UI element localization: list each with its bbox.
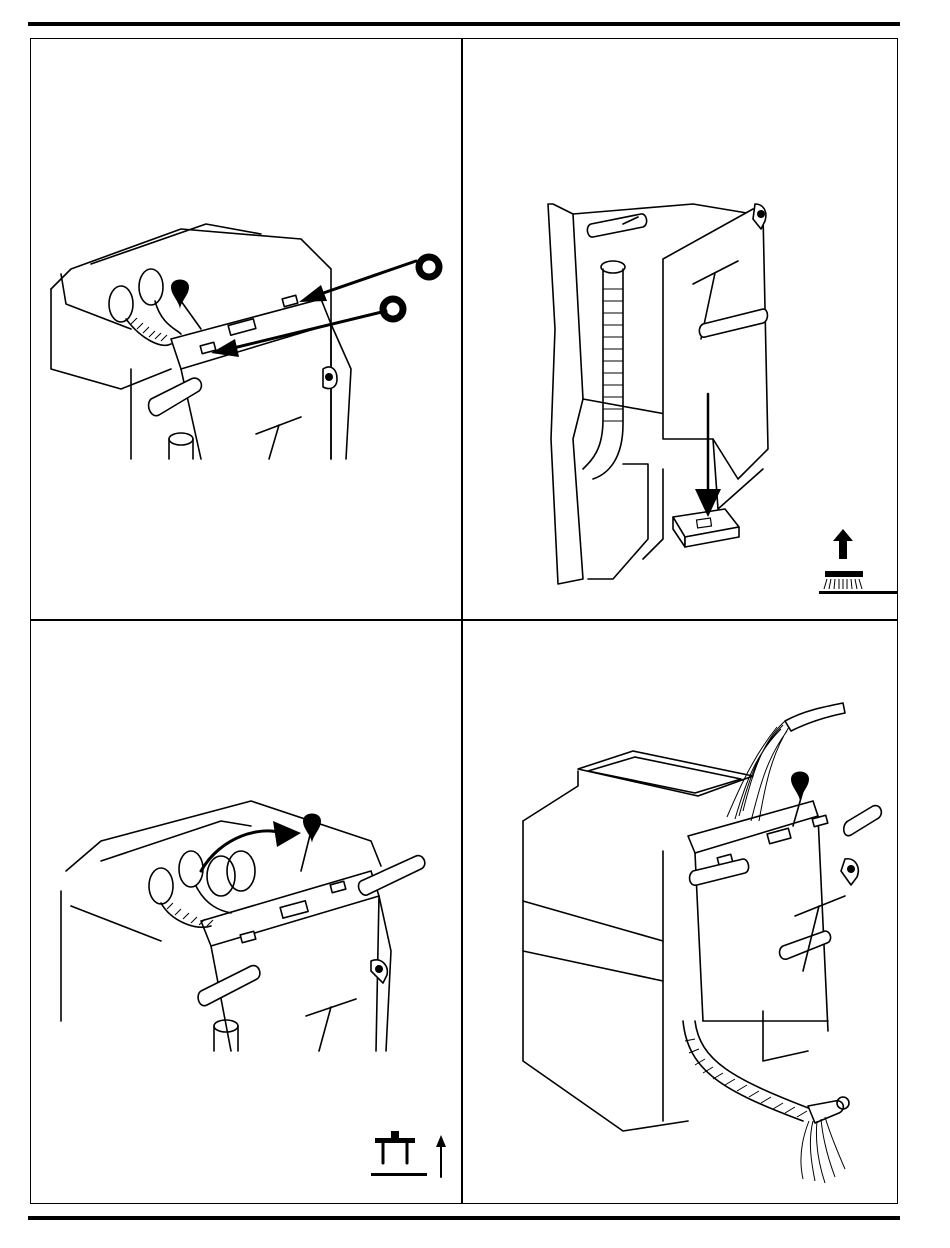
water-fill-icon [727, 703, 845, 821]
panel-lever-squeegee [31, 621, 461, 1203]
top-rule [28, 22, 900, 26]
latch-icon [757, 210, 765, 218]
circle-marker-icon [383, 299, 403, 319]
machine-fill-illustration [463, 621, 897, 1203]
logo-t-icon [306, 999, 356, 1051]
panel-switches [31, 39, 461, 619]
lever-knob-icon [303, 814, 321, 844]
handle-icon [844, 806, 882, 836]
latch-icon [375, 965, 383, 973]
latch-icon [325, 373, 333, 381]
machine-rear-illustration [463, 39, 897, 619]
drain-hose-icon [683, 1021, 849, 1183]
arrow-icon [299, 285, 327, 302]
logo-t-icon [256, 417, 301, 459]
curved-arrow-icon [273, 821, 301, 847]
bottom-rule [28, 1216, 900, 1220]
latch-icon [847, 865, 855, 873]
panel-fill-drain [463, 621, 897, 1203]
circle-marker-icon [419, 257, 439, 277]
machine-lever-illustration [31, 621, 461, 1203]
illustration-grid [30, 38, 898, 1204]
brush-raise-icon [819, 529, 897, 594]
panel-brush-pedal [463, 39, 897, 619]
handle-icon [198, 966, 260, 1006]
lever-knob-icon [171, 280, 189, 310]
handle-icon [149, 378, 202, 416]
switch-top-icon [282, 295, 298, 306]
lever-knob-icon [791, 772, 809, 802]
squeegee-raise-icon [371, 1131, 446, 1177]
machine-top-illustration [31, 39, 461, 619]
